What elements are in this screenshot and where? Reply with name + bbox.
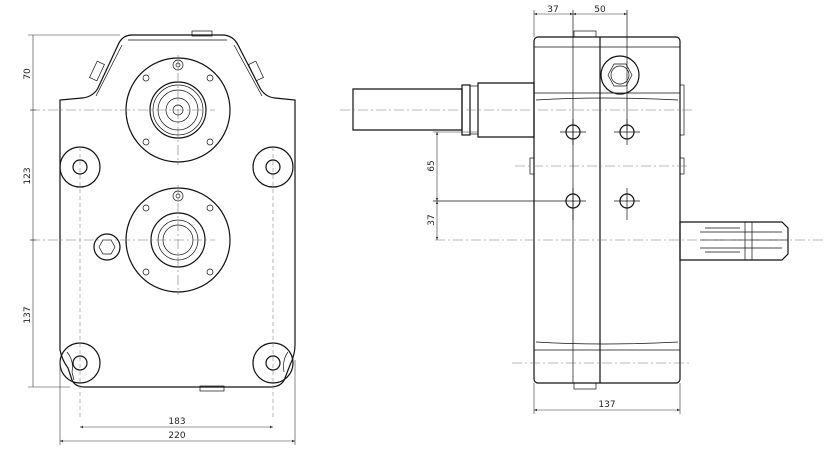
- dim-137-side: 137: [598, 400, 615, 410]
- bottom-tab: [199, 385, 225, 392]
- dim-220: 220: [168, 431, 185, 441]
- top-tab: [191, 30, 213, 37]
- side-housing: [533, 36, 681, 384]
- dim-50: 50: [594, 5, 606, 15]
- dim-70: 70: [23, 68, 33, 80]
- side-dimensions: 37 50 65 37 137: [427, 5, 681, 414]
- dim-183: 183: [168, 417, 185, 427]
- side-mounting-holes: [433, 119, 640, 220]
- front-housing-outline: [59, 34, 296, 388]
- dim-137-front: 137: [23, 306, 33, 323]
- dim-37-top: 37: [547, 5, 558, 15]
- side-bottom-tab: [573, 382, 597, 390]
- side-view: 37 50 65 37 137: [340, 5, 823, 414]
- splined-output-shaft: [679, 221, 789, 261]
- front-view: 70 123 137 183 220: [23, 30, 296, 445]
- dim-37-side: 37: [427, 214, 437, 225]
- side-plug: [600, 55, 640, 95]
- lower-flange-bolts: [142, 204, 214, 276]
- front-dimensions: 70 123 137 183 220: [23, 34, 296, 445]
- side-tab-left: [89, 60, 105, 82]
- dim-123: 123: [23, 167, 33, 184]
- side-centerlines: [340, 10, 823, 383]
- housing-bands: [534, 46, 680, 351]
- mounting-bosses: [59, 146, 294, 384]
- hex-plug: [93, 233, 121, 261]
- side-tab-right: [248, 60, 264, 82]
- front-housing-inner-edge: [66, 39, 289, 381]
- side-top-tab: [573, 30, 597, 38]
- dim-65: 65: [427, 160, 437, 171]
- upper-flange-bolts: [142, 74, 214, 146]
- front-centerlines: [30, 55, 274, 420]
